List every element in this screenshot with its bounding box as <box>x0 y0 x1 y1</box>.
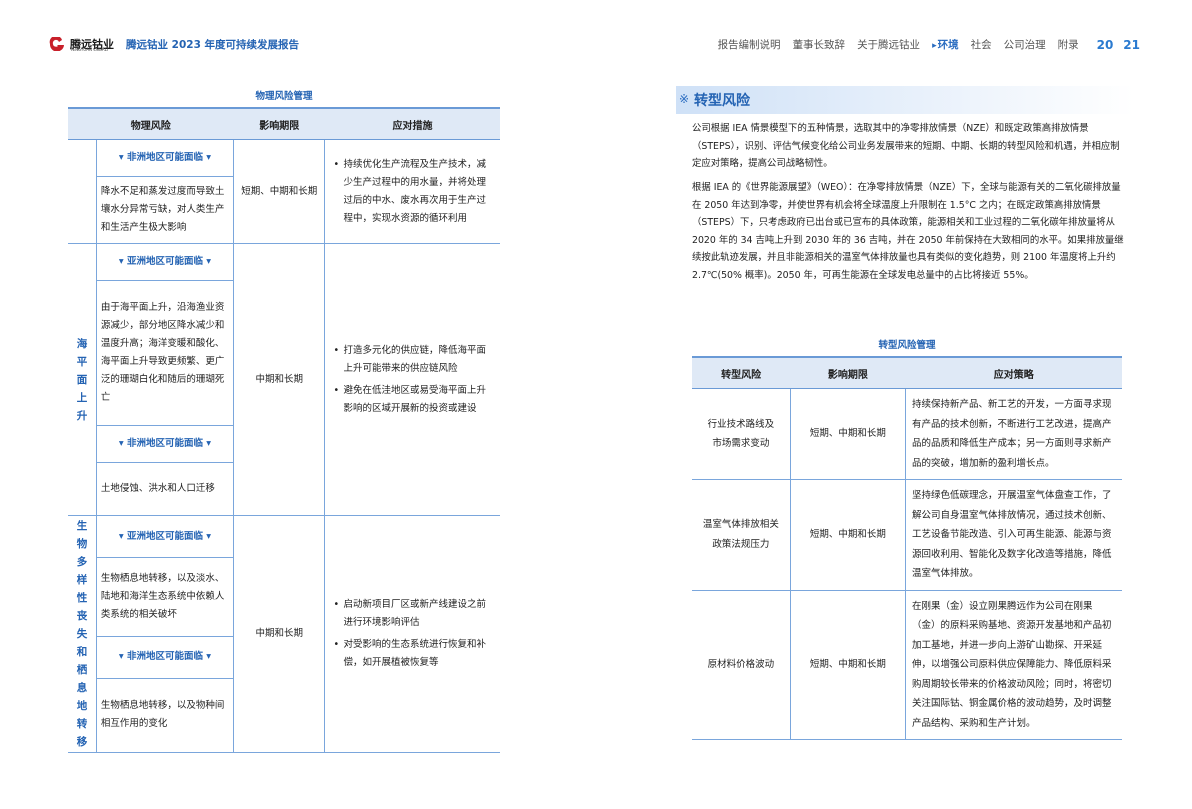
company-logo: 腾远钴业 TENGYUAN COBALT <box>48 36 114 52</box>
transition-risk-cell: 行业技术路线及市场需求变动 <box>692 388 791 480</box>
table-row: 原材料价格波动 短期、中期和长期 在刚果（金）设立刚果腾远作为公司在刚果（金）的… <box>692 589 1122 740</box>
nav-item-governance[interactable]: 公司治理 <box>1003 39 1046 51</box>
measure-item: 打造多元化的供应链，降低海平面上升可能带来的供应链风险 <box>333 342 492 378</box>
measures-cell: 持续优化生产流程及生产技术，减少生产过程中的用水量，并将处理过后的中水、废水再次… <box>324 139 500 244</box>
logo-text: 腾远钴业 <box>70 38 114 51</box>
table-header-row: 转型风险 影响期限 应对策略 <box>692 356 1122 389</box>
nav-item-chairman-letter[interactable]: 董事长致辞 <box>792 39 846 51</box>
column-header: 应对策略 <box>905 356 1122 389</box>
physical-risk-table-caption: 物理风险管理 <box>255 91 313 102</box>
table-row: 生物多样性丧失和栖息地转移 ▾ 亚洲地区可能面临 ▾ 中期和长期 启动新项目厂区… <box>68 514 500 753</box>
strategy-cell: 坚持绿色低碳理念，开展温室气体盘查工作，了解公司自身温室气体排放情况，通过技术创… <box>904 479 1122 591</box>
risk-description: 由于海平面上升，沿海渔业资源减少，部分地区降水减少和温度升高；海洋变暖和酸化、海… <box>96 280 234 426</box>
table-row: 土地侵蚀、洪水和人口迁移 <box>68 462 500 516</box>
intro-paragraph: 公司根据 IEA 情景模型下的五种情景，选取其中的净零排放情景（NZE）和既定政… <box>692 123 1120 170</box>
nav-item-environment[interactable]: 环境 <box>932 37 959 52</box>
impact-term: 中期和长期 <box>233 243 326 516</box>
table-row: 海平面上升 ▾ 亚洲地区可能面临 ▾ 中期和长期 打造多元化的供应链，降低海平面… <box>68 243 500 516</box>
page-header: 腾远钴业 TENGYUAN COBALT 腾远钴业 2023 年度可持续发展报告… <box>0 0 1192 60</box>
strategy-cell: 在刚果（金）设立刚果腾远作为公司在刚果（金）的原料采购基地、资源开发基地和产品初… <box>904 589 1122 740</box>
nav-item-appendix[interactable]: 附录 <box>1057 39 1079 51</box>
column-header: 影响期限 <box>790 356 906 389</box>
nav-item-about[interactable]: 关于腾远钴业 <box>857 39 921 51</box>
region-label: ▾ 亚洲地区可能面临 ▾ <box>95 243 235 281</box>
transition-risk-table: 转型风险 影响期限 应对策略 行业技术路线及市场需求变动 短期、中期和长期 持续… <box>692 356 1122 740</box>
risk-description: 生物栖息地转移，以及淡水、陆地和海洋生态系统中依赖人类系统的相关破坏 <box>96 557 234 637</box>
region-label: ▾ 非洲地区可能面临 ▾ <box>96 425 234 463</box>
transition-risk-table-caption: 转型风险管理 <box>878 340 936 351</box>
table-row: 降水不足和蒸发过度而导致土壤水分异常亏缺，对人类生产和生活产生极大影响 <box>68 176 500 244</box>
measures-cell: 打造多元化的供应链，降低海平面上升可能带来的供应链风险 避免在低洼地区或易受海平… <box>324 243 500 516</box>
column-header: 影响期限 <box>233 107 325 140</box>
region-label: ▾ 亚洲地区可能面临 ▾ <box>95 514 235 559</box>
report-nav: 报告编制说明 董事长致辞 关于腾远钴业 环境 社会 公司治理 附录 20 21 <box>706 37 1140 52</box>
measure-item: 持续优化生产流程及生产技术，减少生产过程中的用水量，并将处理过后的中水、废水再次… <box>333 156 492 228</box>
risk-description: 土地侵蚀、洪水和人口迁移 <box>96 462 234 516</box>
nav-item-report-notes[interactable]: 报告编制说明 <box>717 39 781 51</box>
table-row: 生物栖息地转移，以及物种间相互作用的变化 <box>68 677 500 754</box>
impact-term: 中期和长期 <box>233 515 326 753</box>
column-header: 应对措施 <box>324 107 500 140</box>
column-header: 物理风险 <box>68 107 234 140</box>
table-row: 温室气体排放相关政策法规压力 短期、中期和长期 坚持绿色低碳理念，开展温室气体盘… <box>692 479 1122 591</box>
region-label: ▾ 非洲地区可能面临 ▾ <box>96 635 234 679</box>
impact-term: 短期、中期和长期 <box>789 589 906 740</box>
measure-item: 对受影响的生态系统进行恢复和补偿，如开展植被恢复等 <box>333 636 492 672</box>
table-row: ▾ 非洲地区可能面临 ▾ <box>68 635 500 679</box>
impact-term: 短期、中期和长期 <box>233 139 326 244</box>
section-mark-icon: ※ <box>679 92 690 106</box>
table-row: 由于海平面上升，沿海渔业资源减少，部分地区降水减少和温度升高；海洋变暖和酸化、海… <box>68 280 500 426</box>
column-header: 转型风险 <box>692 356 791 389</box>
impact-term: 短期、中期和长期 <box>789 388 906 480</box>
weo-paragraph: 根据 IEA 的《世界能源展望》（WEO）：在净零排放情景（NZE）下，全球与能… <box>692 182 1124 281</box>
section-title: 转型风险 <box>694 93 750 109</box>
measures-cell: 启动新项目厂区或新产线建设之前进行环境影响评估 对受影响的生态系统进行恢复和补偿… <box>324 515 500 753</box>
table-row: 行业技术路线及市场需求变动 短期、中期和长期 持续保持新产品、新工艺的开发，一方… <box>692 388 1122 480</box>
table-header-row: 物理风险 影响期限 应对措施 <box>68 107 500 140</box>
impact-term: 短期、中期和长期 <box>789 479 906 591</box>
nav-item-social[interactable]: 社会 <box>970 39 992 51</box>
logo-subtext: TENGYUAN COBALT <box>70 47 109 52</box>
transition-risk-cell: 温室气体排放相关政策法规压力 <box>692 479 791 591</box>
section-heading: ※ 转型风险 <box>676 86 1134 114</box>
page-number-left: 20 <box>1096 37 1114 52</box>
physical-risk-table: 物理风险 影响期限 应对措施 ▾ 非洲地区可能面临 ▾ 短期、中期和长期 持续优… <box>68 107 500 754</box>
table-row: ▾ 非洲地区可能面临 ▾ 短期、中期和长期 持续优化生产流程及生产技术，减少生产… <box>68 139 500 244</box>
document-title: 腾远钴业 2023 年度可持续发展报告 <box>126 39 300 51</box>
table-row: 生物栖息地转移，以及淡水、陆地和海洋生态系统中依赖人类系统的相关破坏 <box>68 557 500 637</box>
risk-description: 降水不足和蒸发过度而导致土壤水分异常亏缺，对人类生产和生活产生极大影响 <box>96 176 234 244</box>
measure-item: 避免在低洼地区或易受海平面上升影响的区域开展新的投资或建设 <box>333 382 492 418</box>
page-number-right: 21 <box>1123 37 1140 52</box>
risk-category <box>68 139 97 244</box>
region-label: ▾ 非洲地区可能面临 ▾ <box>95 139 235 177</box>
logo-icon <box>49 37 64 51</box>
transition-risk-cell: 原材料价格波动 <box>692 589 791 740</box>
risk-description: 生物栖息地转移，以及物种间相互作用的变化 <box>96 677 234 754</box>
strategy-cell: 持续保持新产品、新工艺的开发，一方面寻求现有产品的技术创新，不断进行工艺改进，提… <box>904 388 1122 480</box>
risk-category: 海平面上升 <box>68 243 97 516</box>
measure-item: 启动新项目厂区或新产线建设之前进行环境影响评估 <box>333 596 492 632</box>
risk-category: 生物多样性丧失和栖息地转移 <box>68 515 97 753</box>
